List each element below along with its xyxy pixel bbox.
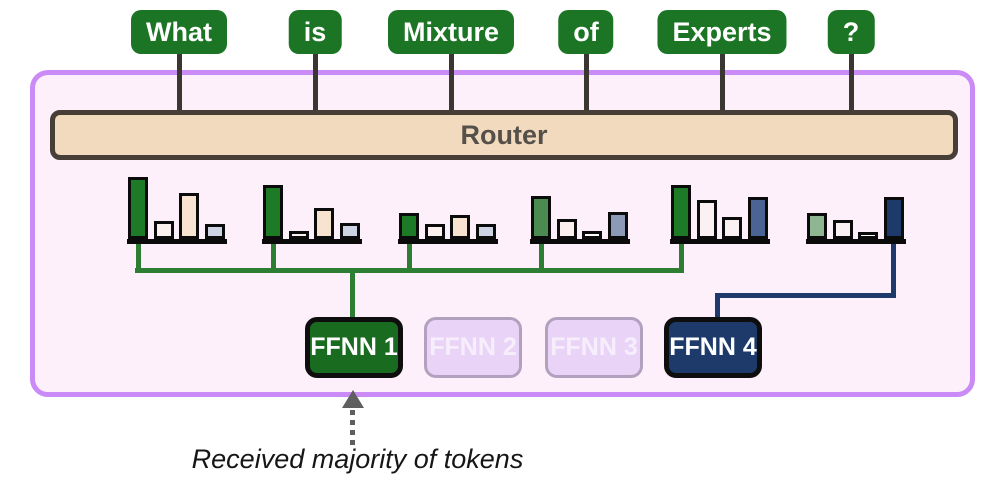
prob-bar — [722, 217, 743, 239]
chart-baseline — [530, 239, 630, 244]
prob-bar — [807, 213, 827, 239]
prob-bar — [263, 185, 283, 239]
prob-bar — [288, 231, 309, 239]
chart-baseline — [127, 239, 227, 244]
chart-baseline — [398, 239, 498, 244]
prob-bar — [607, 212, 628, 239]
annotation-caption: Received majority of tokens — [191, 444, 524, 474]
token-chip: Mixture — [387, 10, 515, 54]
expert-box-1: FFNN 1 — [305, 317, 403, 378]
token-stem-line — [312, 53, 318, 111]
expert-box-3: FFNN 3 — [545, 317, 643, 378]
expert-box-2: FFNN 2 — [424, 317, 522, 378]
prob-bar — [179, 193, 200, 239]
token-stem-line — [448, 53, 454, 111]
green-wire-drop — [350, 268, 355, 317]
router-prob-chart — [671, 169, 768, 239]
navy-wire-bus — [715, 293, 896, 298]
prob-bar — [696, 200, 717, 239]
token-chip: ? — [827, 10, 875, 54]
green-wire-stem — [538, 244, 544, 273]
expert-label: FFNN 4 — [669, 333, 757, 361]
green-wire-stem — [135, 244, 141, 273]
chart-baseline — [262, 239, 362, 244]
prob-bar — [450, 215, 471, 239]
prob-bar — [204, 224, 225, 239]
dotted-arrow-line — [350, 410, 355, 448]
prob-bar — [314, 208, 335, 239]
token-stem-line — [719, 53, 725, 111]
green-wire-bus — [135, 268, 684, 273]
router-prob-chart — [399, 169, 496, 239]
prob-bar — [832, 220, 853, 239]
prob-bar — [747, 197, 768, 239]
expert-box-4: FFNN 4 — [664, 317, 762, 378]
prob-bar — [883, 197, 904, 239]
green-wire-stem — [406, 244, 412, 273]
prob-bar — [531, 196, 551, 239]
token-stem-line — [848, 53, 854, 111]
green-wire-stem — [270, 244, 276, 273]
chart-baseline — [806, 239, 906, 244]
chart-baseline — [670, 239, 770, 244]
up-arrow-icon — [342, 390, 364, 408]
token-chip: of — [558, 10, 614, 54]
prob-bar — [339, 223, 360, 239]
token-stem-line — [583, 53, 589, 111]
router-prob-chart — [128, 169, 225, 239]
token-chip: Experts — [657, 10, 787, 54]
expert-label: FFNN 1 — [310, 333, 398, 361]
navy-wire-stem — [891, 244, 896, 298]
expert-label: FFNN 2 — [429, 333, 517, 361]
prob-bar — [475, 224, 496, 239]
router-bar: Router — [50, 110, 958, 160]
expert-label: FFNN 3 — [550, 333, 638, 361]
prob-bar — [153, 221, 174, 239]
router-prob-chart — [807, 169, 904, 239]
prob-bar — [858, 232, 879, 239]
token-stem-line — [176, 53, 182, 111]
router-prob-chart — [263, 169, 360, 239]
green-wire-stem — [678, 244, 684, 273]
token-chip: What — [131, 10, 227, 54]
router-label: Router — [460, 119, 548, 150]
navy-wire-drop — [715, 293, 720, 317]
prob-bar — [582, 231, 603, 239]
prob-bar — [424, 224, 445, 239]
prob-bar — [128, 177, 148, 239]
prob-bar — [399, 213, 419, 239]
token-chip: is — [288, 10, 342, 54]
prob-bar — [671, 185, 691, 239]
prob-bar — [556, 219, 577, 239]
router-prob-chart — [531, 169, 628, 239]
